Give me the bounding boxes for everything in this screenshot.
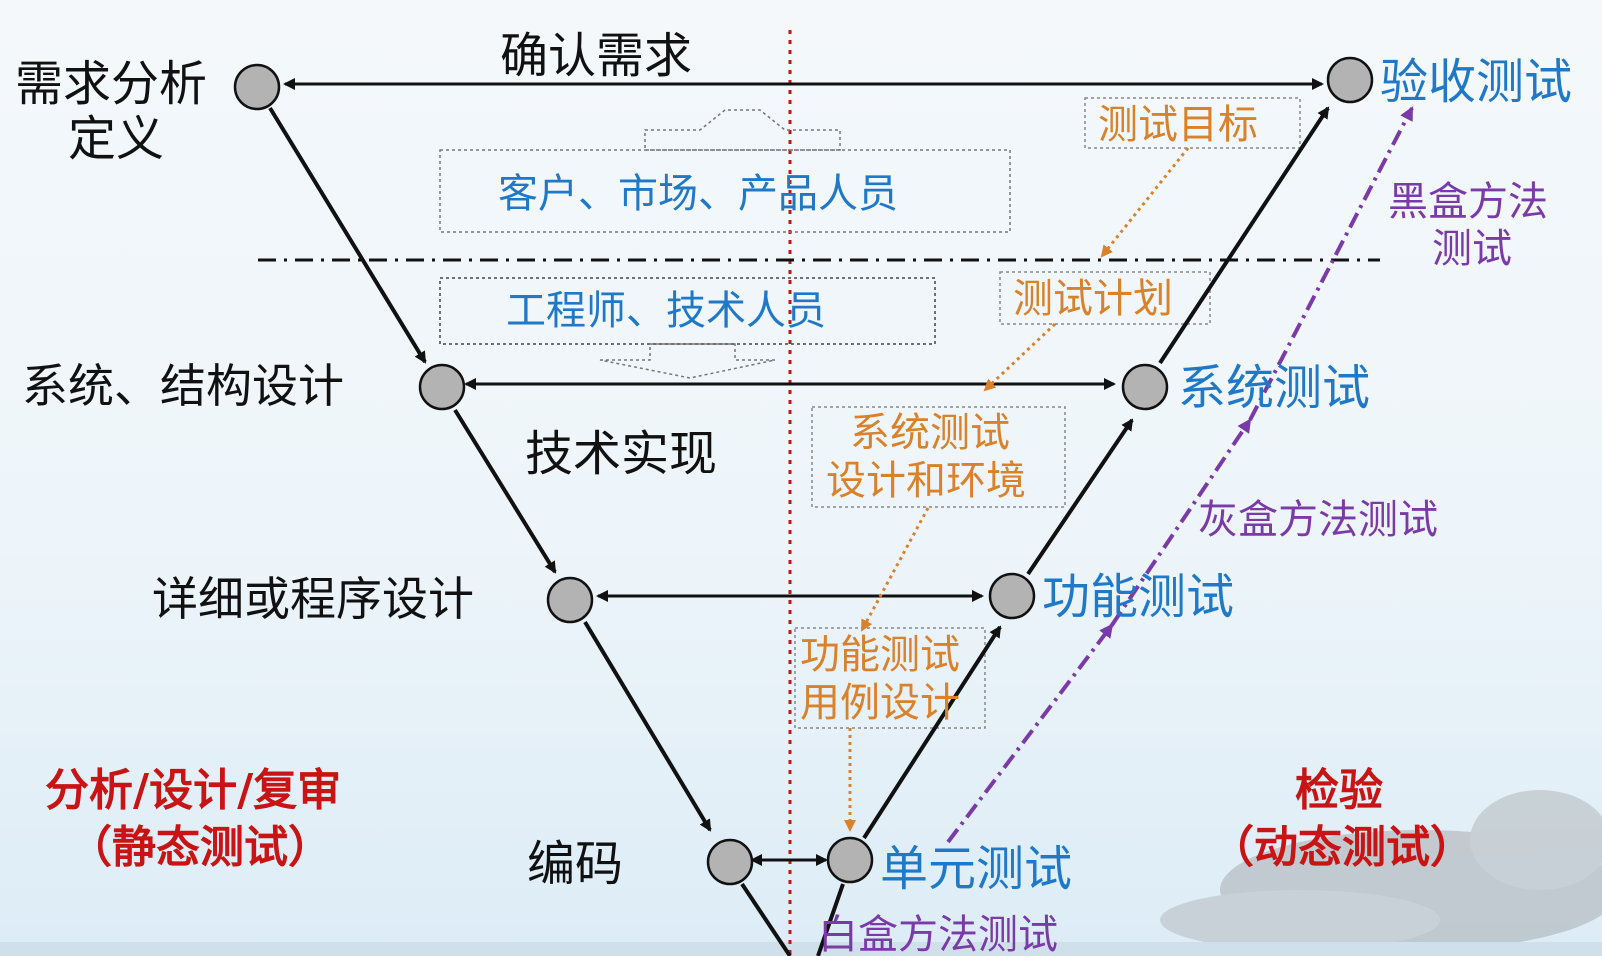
code-label: 编码	[527, 836, 623, 892]
dynamic-label-1: 检验	[1295, 765, 1383, 816]
node-system-test	[1121, 363, 1169, 411]
plan-box	[999, 271, 1211, 325]
accept-label: 验收测试	[1380, 54, 1572, 110]
engineers-label: 工程师、技术人员	[506, 288, 826, 334]
node-coding	[706, 838, 754, 886]
impl-label: 技术实现	[525, 426, 717, 482]
customers-label: 客户、市场、产品人员	[498, 171, 898, 217]
white-label: 白盒方法测试	[818, 912, 1058, 956]
black-label-1: 黑盒方法	[1388, 179, 1548, 225]
casedesign-label-1: 功能测试	[800, 632, 960, 678]
white-to-gray-arrow	[946, 623, 1114, 844]
static-label-1: 分析/设计/复审	[45, 765, 341, 816]
black-label-2: 测试	[1432, 226, 1512, 272]
flow-goal-to-plan	[1100, 147, 1190, 258]
v-line-unit-bottom	[816, 883, 845, 956]
req-label-2: 定义	[68, 111, 164, 167]
plan-label: 测试计划	[1013, 276, 1173, 322]
v-line-code-bottom	[740, 882, 792, 956]
bottom-band	[0, 942, 1602, 956]
sysdesign-label-2: 设计和环境	[826, 458, 1026, 504]
flow-sysdesign-to-casedesign	[860, 507, 930, 632]
engineers-box	[439, 277, 936, 345]
arch-label: 系统、结构设计	[22, 359, 344, 413]
background-decoration	[1160, 790, 1602, 950]
down-arrow-shape	[599, 343, 776, 379]
node-function-test	[988, 572, 1036, 620]
casedesign-label-2: 用例设计	[800, 680, 960, 726]
sysdesign-box	[811, 406, 1066, 508]
node-acceptance	[1326, 56, 1374, 104]
unit-label: 单元测试	[880, 841, 1072, 897]
v-line-arch-to-detail	[453, 408, 557, 574]
gray-label: 灰盒方法测试	[1198, 497, 1438, 543]
static-label-2: （静态测试）	[68, 822, 332, 873]
function-label: 功能测试	[1042, 569, 1234, 625]
up-arrow-shape	[644, 109, 841, 151]
v-line-req-to-arch	[268, 106, 427, 364]
sysdesign-label-1: 系统测试	[850, 410, 1010, 456]
detail-label: 详细或程序设计	[152, 572, 474, 626]
confirm-label: 确认需求	[500, 28, 692, 84]
v-line-detail-to-code	[583, 620, 712, 832]
v-line-system-to-accept	[1158, 106, 1330, 365]
goal-label: 测试目标	[1098, 102, 1258, 148]
node-unit-test	[826, 836, 874, 884]
gray-to-black-arrow	[1110, 418, 1252, 627]
node-architecture	[418, 363, 466, 411]
goal-box	[1084, 97, 1301, 149]
req-label-1: 需求分析	[15, 56, 207, 112]
black-box-arrow	[1248, 106, 1414, 421]
casedesign-box	[794, 627, 986, 729]
v-line-unit-to-function	[862, 625, 1002, 840]
system-label: 系统测试	[1178, 360, 1370, 416]
dynamic-label-2: （动态测试）	[1210, 822, 1474, 873]
v-line-function-to-system	[1026, 418, 1134, 576]
node-requirements	[233, 63, 281, 111]
node-detail-design	[546, 576, 594, 624]
flow-plan-to-sysdesign	[983, 322, 1057, 392]
